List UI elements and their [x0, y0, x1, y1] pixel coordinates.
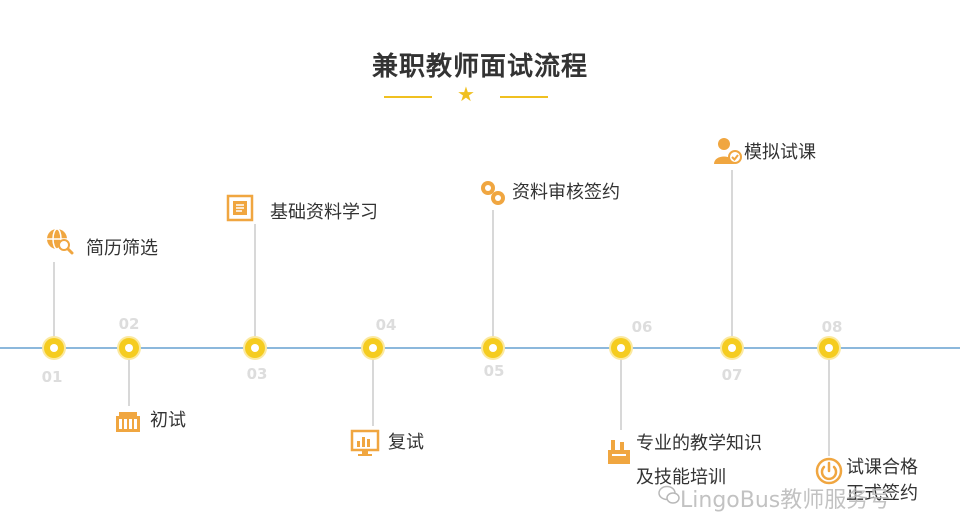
page-title: 兼职教师面试流程 — [371, 52, 588, 82]
power-icon — [814, 456, 844, 486]
timeline-dot-01 — [44, 338, 64, 358]
tools-icon — [604, 436, 634, 466]
globe-search-icon — [44, 226, 74, 256]
connector-step-08 — [828, 358, 830, 456]
step-number-05: 05 — [483, 362, 505, 380]
step-label-06-line1: 专业的教学知识 — [636, 433, 762, 454]
step-number-08: 08 — [821, 318, 843, 336]
star-icon: ★ — [457, 82, 475, 106]
step-label-02: 初试 — [150, 410, 186, 431]
connector-step-07 — [731, 170, 733, 338]
person-check-icon — [712, 136, 742, 166]
title-decoration-left-line — [384, 96, 432, 98]
timeline-axis — [0, 347, 960, 349]
step-label-08-line2: 正式签约 — [846, 483, 918, 504]
gears-icon — [478, 178, 508, 208]
timeline-dot-08 — [819, 338, 839, 358]
connector-step-01 — [53, 262, 55, 338]
step-number-07: 07 — [721, 366, 743, 384]
connector-step-06 — [620, 358, 622, 430]
connector-step-02 — [128, 358, 130, 406]
connector-step-05 — [492, 210, 494, 338]
connector-step-04 — [372, 358, 374, 426]
step-number-04: 04 — [375, 316, 397, 334]
step-label-03: 基础资料学习 — [270, 202, 378, 223]
step-number-06: 06 — [631, 318, 653, 336]
document-icon — [225, 193, 255, 223]
timeline-dot-06 — [611, 338, 631, 358]
timeline-dot-03 — [245, 338, 265, 358]
step-number-01: 01 — [41, 368, 63, 386]
wechat-icon — [658, 484, 680, 506]
step-label-05: 资料审核签约 — [512, 182, 620, 203]
timeline-dot-07 — [722, 338, 742, 358]
watermark-text: LingoBus教师服务号 — [680, 488, 891, 513]
step-label-07: 模拟试课 — [744, 142, 816, 163]
timeline-dot-04 — [363, 338, 383, 358]
timeline-dot-02 — [119, 338, 139, 358]
timeline-dot-05 — [483, 338, 503, 358]
step-number-03: 03 — [246, 365, 268, 383]
building-icon — [113, 406, 143, 436]
step-number-02: 02 — [118, 315, 140, 333]
step-label-01: 简历筛选 — [86, 238, 158, 259]
monitor-chart-icon — [350, 428, 380, 458]
title-decoration-right-line — [500, 96, 548, 98]
step-label-04: 复试 — [388, 432, 424, 453]
step-label-08-line1: 试课合格 — [846, 457, 918, 478]
connector-step-03 — [254, 224, 256, 338]
step-label-06-line2: 及技能培训 — [636, 467, 726, 488]
